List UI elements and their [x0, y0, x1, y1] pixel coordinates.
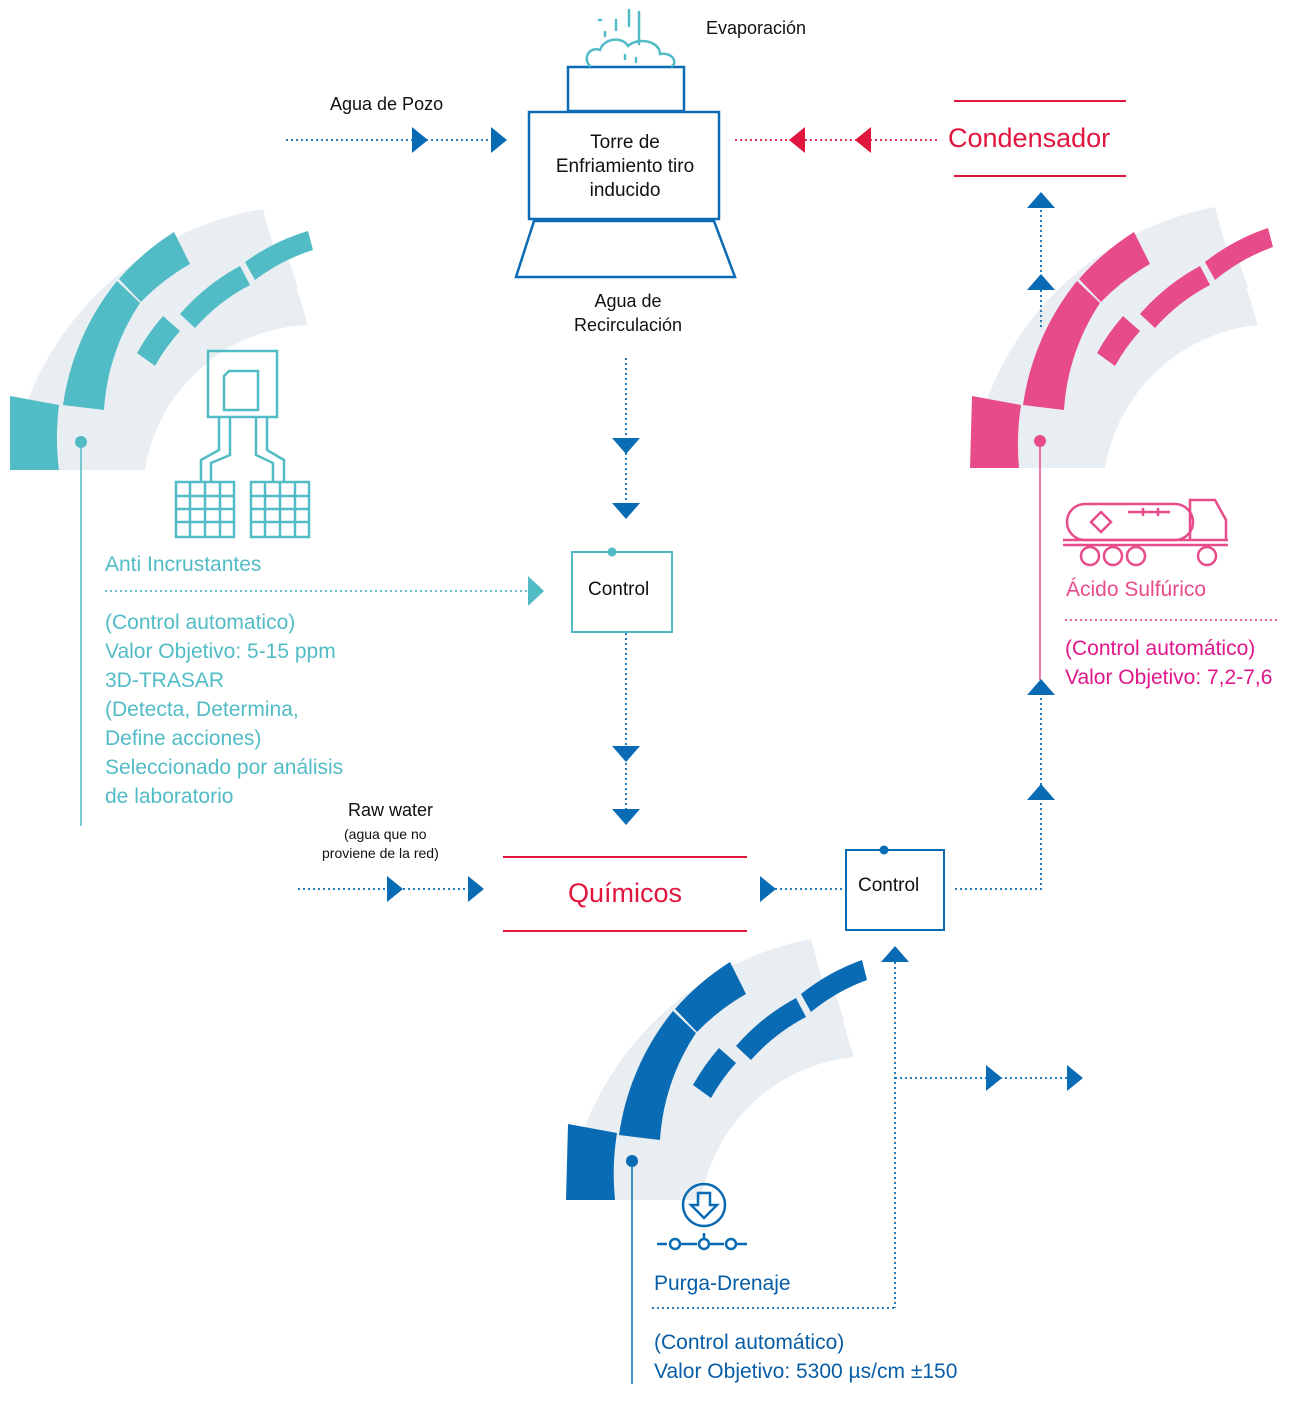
- anti-scale-line: Valor Objetivo: 5-15 ppm: [105, 640, 336, 663]
- raw-water-note: (agua que no: [344, 826, 427, 842]
- recirculation-label: Agua de Recirculación: [573, 291, 683, 335]
- recirculation-down-flow: [612, 358, 640, 825]
- well-water-flow: [286, 127, 507, 153]
- anti-scale-gauge-arc: [10, 209, 313, 826]
- anti-scale-line: Seleccionado por análisis: [105, 756, 344, 779]
- purge-flow: [881, 946, 1083, 1308]
- anti-scale-flow: [105, 576, 544, 606]
- 3d-trasar-controller-icon: [174, 349, 311, 539]
- acid-details: (Control automático) Valor Objetivo: 7,2…: [1065, 634, 1272, 692]
- condenser-box: [954, 100, 1126, 177]
- raw-water-label: Raw water: [348, 800, 434, 820]
- acid-gauge-arc: [970, 207, 1280, 680]
- tower-label: Torre de Enfriamiento tiro inducido: [555, 132, 695, 201]
- chemicals-box: [503, 856, 747, 932]
- anti-scale-line: de laboratorio: [105, 785, 234, 808]
- acid-title: Ácido Sulfúrico: [1066, 578, 1207, 601]
- well-water-label: Agua de Pozo: [330, 94, 444, 114]
- control-top-label: Control: [588, 579, 650, 600]
- cooling-tower: [514, 65, 737, 279]
- condenser-label: Condensador: [948, 123, 1111, 153]
- anti-scale-line: (Control automatico): [105, 611, 296, 634]
- chemicals-to-control-flow: [760, 876, 845, 902]
- tanker-truck-icon: [1063, 498, 1228, 567]
- raw-water-flow: [298, 876, 484, 902]
- anti-scale-line: (Detecta, Determina,: [105, 698, 299, 721]
- control-top-box: [571, 547, 673, 633]
- purge-details: (Control automático) Valor Objetivo: 530…: [654, 1328, 957, 1386]
- condenser-return-flow: [735, 127, 940, 153]
- purge-line: Valor Objetivo: 5300 µs/cm ±150: [654, 1360, 958, 1383]
- anti-scale-line: Define acciones): [105, 727, 262, 750]
- chemicals-label: Químicos: [567, 878, 683, 908]
- evaporation-icon: [585, 8, 676, 68]
- raw-water-note: proviene de la red): [322, 845, 439, 861]
- purge-gauge-arc: [566, 939, 895, 1384]
- control-bottom-box: [845, 845, 945, 931]
- anti-scale-line: 3D-TRASAR: [105, 669, 225, 692]
- purge-line: (Control automático): [654, 1331, 845, 1354]
- acid-up-flow: [955, 192, 1055, 890]
- anti-scale-title: Anti Incrustantes: [105, 553, 262, 576]
- acid-line: (Control automático): [1065, 637, 1256, 660]
- evaporation-label: Evaporación: [706, 18, 807, 38]
- acid-line: Valor Objetivo: 7,2-7,6: [1065, 666, 1273, 689]
- purge-title: Purga-Drenaje: [654, 1272, 791, 1295]
- control-bottom-label: Control: [858, 875, 920, 896]
- anti-scale-details: (Control automatico) Valor Objetivo: 5-1…: [105, 608, 343, 811]
- drain-valve-icon: [657, 1182, 747, 1251]
